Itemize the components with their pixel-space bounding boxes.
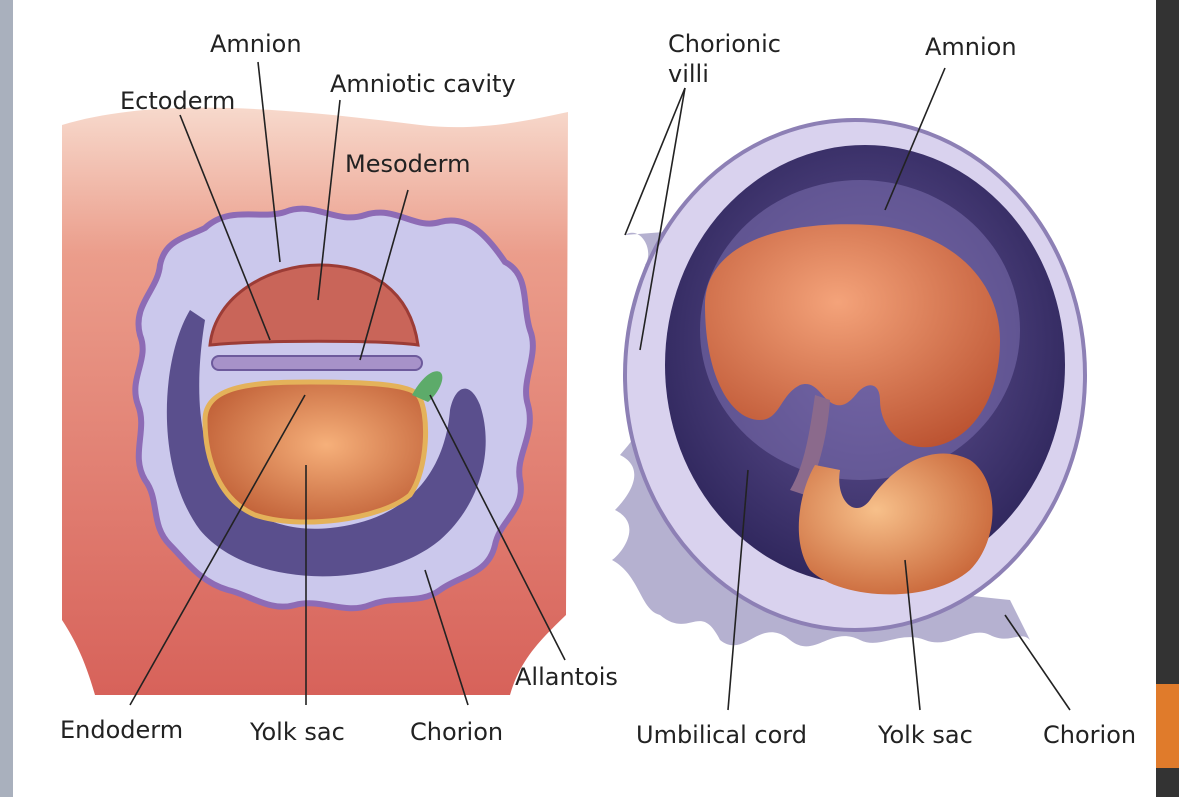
label-yolk-sac-left: Yolk sac bbox=[249, 718, 345, 746]
allantois-shape bbox=[412, 371, 443, 402]
label-yolk-sac-right: Yolk sac bbox=[877, 721, 973, 749]
right-labels: Chorionic villi Amnion Umbilical cord Yo… bbox=[636, 30, 1136, 749]
right-panel bbox=[612, 118, 1087, 647]
right-rail bbox=[1156, 0, 1179, 797]
label-allantois: Allantois bbox=[515, 663, 618, 691]
umbilical-stalk bbox=[790, 395, 830, 495]
label-amniotic-cavity: Amniotic cavity bbox=[330, 70, 516, 98]
leader-lines bbox=[129, 61, 1071, 711]
amniotic-cavity-shape bbox=[208, 263, 420, 347]
label-endoderm: Endoderm bbox=[60, 716, 183, 744]
label-umbilical-cord: Umbilical cord bbox=[636, 721, 807, 749]
label-chorion-right: Chorion bbox=[1043, 721, 1136, 749]
bottom-strip bbox=[13, 768, 1156, 797]
label-amnion-right: Amnion bbox=[925, 33, 1017, 61]
left-rail bbox=[0, 0, 13, 797]
embryonic-disc bbox=[211, 355, 423, 371]
label-ectoderm: Ectoderm bbox=[120, 87, 235, 115]
label-chorionic-villi-line2: villi bbox=[668, 60, 709, 88]
label-amnion-left: Amnion bbox=[210, 30, 302, 58]
label-chorion-left: Chorion bbox=[410, 718, 503, 746]
left-labels: Amnion Ectoderm Amniotic cavity Mesoderm… bbox=[60, 30, 618, 746]
yolk-sac-right bbox=[798, 453, 993, 595]
label-chorionic-villi-line1: Chorionic bbox=[668, 30, 781, 58]
embryo-shape bbox=[705, 224, 1000, 448]
orange-accent-tab bbox=[1156, 684, 1179, 768]
left-panel bbox=[62, 107, 568, 695]
yolk-sac-shape bbox=[202, 379, 428, 525]
label-mesoderm: Mesoderm bbox=[345, 150, 470, 178]
